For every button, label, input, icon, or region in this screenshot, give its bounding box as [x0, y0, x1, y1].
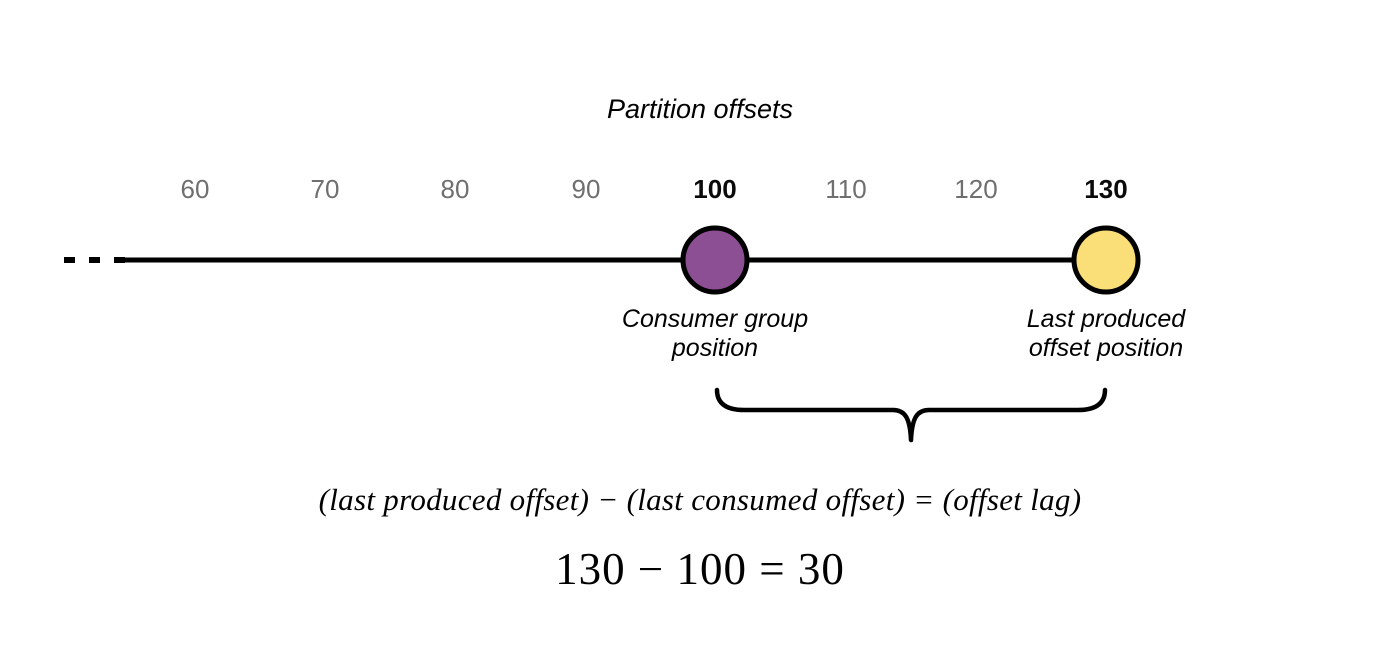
- last-produced-caption-line1: Last produced: [1026, 305, 1186, 333]
- tick-label-130: 130: [1084, 174, 1128, 204]
- offset-lag-brace: [714, 387, 1108, 443]
- last-produced-marker[interactable]: [1071, 225, 1141, 295]
- axis-title: Partition offsets: [606, 94, 794, 124]
- tick-label-120: 120: [954, 174, 998, 204]
- tick-label-100: 100: [693, 174, 737, 204]
- last-produced-caption: Last produced offset position: [876, 305, 1336, 363]
- tick-label-70: 70: [310, 174, 340, 204]
- last-produced-caption-line2: offset position: [1028, 333, 1184, 362]
- consumer-group-marker[interactable]: [680, 225, 750, 295]
- consumer-group-caption-line2: position: [671, 333, 759, 362]
- tick-label-60: 60: [180, 174, 210, 204]
- leading-ellipsis-icon: [64, 257, 125, 263]
- offset-lag-result: 130 − 100 = 30: [555, 544, 845, 594]
- tick-label-90: 90: [571, 174, 601, 204]
- consumer-group-caption: Consumer group position: [485, 305, 945, 363]
- tick-label-110: 110: [825, 174, 867, 204]
- tick-label-80: 80: [440, 174, 470, 204]
- offset-lag-equation: (last produced offset) − (last consumed …: [318, 482, 1082, 517]
- consumer-group-caption-line1: Consumer group: [621, 305, 809, 333]
